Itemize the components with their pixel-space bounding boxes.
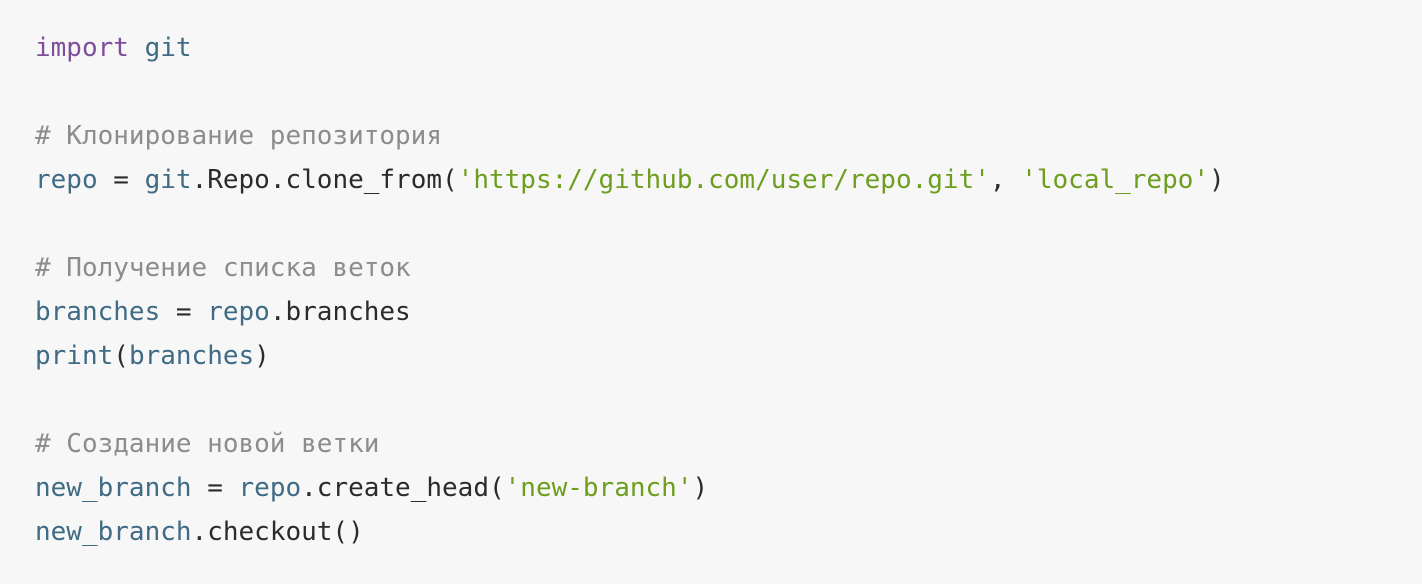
code-token-plain: )	[1209, 165, 1225, 195]
code-line: new_branch = repo.create_head('new-branc…	[35, 466, 1422, 510]
code-token-plain: .Repo.clone_from(	[191, 165, 458, 195]
code-token-variable: branches	[128, 341, 255, 371]
code-token-comment: # Клонирование репозитория	[35, 121, 442, 151]
code-token-comment: # Создание новой ветки	[35, 429, 380, 459]
code-token-plain: (	[113, 341, 129, 371]
code-token-variable: repo	[238, 473, 302, 503]
code-token-comment: # Получение списка веток	[35, 253, 411, 283]
code-token-string: 'https://github.com/user/repo.git'	[457, 165, 990, 195]
code-line	[35, 70, 1422, 114]
code-line: repo = git.Repo.clone_from('https://gith…	[35, 158, 1422, 202]
code-line: # Получение списка веток	[35, 246, 1422, 290]
code-token-variable: git	[144, 33, 192, 63]
code-line	[35, 202, 1422, 246]
code-token-plain: )	[692, 473, 709, 503]
code-line: new_branch.checkout()	[35, 510, 1422, 554]
code-line	[35, 378, 1422, 422]
code-token-plain: ,	[989, 165, 1022, 195]
code-line: # Клонирование репозитория	[35, 114, 1422, 158]
code-lines: import git # Клонирование репозитория repo…	[35, 26, 1422, 554]
code-token-variable: git	[144, 165, 192, 195]
code-line: import git	[35, 26, 1422, 70]
code-token-variable: print	[35, 341, 114, 371]
code-token-string: 'local_repo'	[1021, 165, 1210, 195]
code-token-variable: new_branch	[35, 517, 192, 547]
code-token-plain	[129, 33, 145, 63]
code-token-plain: .checkout()	[191, 517, 364, 547]
code-token-plain: .create_head(	[301, 473, 505, 503]
code-line: # Создание новой ветки	[35, 422, 1422, 466]
code-token-plain: =	[97, 165, 145, 195]
code-token-plain: =	[160, 297, 208, 327]
code-token-keyword: import	[35, 33, 129, 63]
code-line: branches = repo.branches	[35, 290, 1422, 334]
code-line: print(branches)	[35, 334, 1422, 378]
code-token-variable: branches	[35, 297, 161, 327]
code-token-variable: new_branch	[35, 473, 192, 503]
code-token-plain: )	[254, 341, 270, 371]
code-token-plain: .branches	[269, 297, 411, 327]
code-token-plain: =	[191, 473, 239, 503]
code-token-string: 'new-branch'	[504, 473, 693, 503]
code-token-variable: repo	[35, 165, 98, 195]
code-token-variable: repo	[207, 297, 270, 327]
